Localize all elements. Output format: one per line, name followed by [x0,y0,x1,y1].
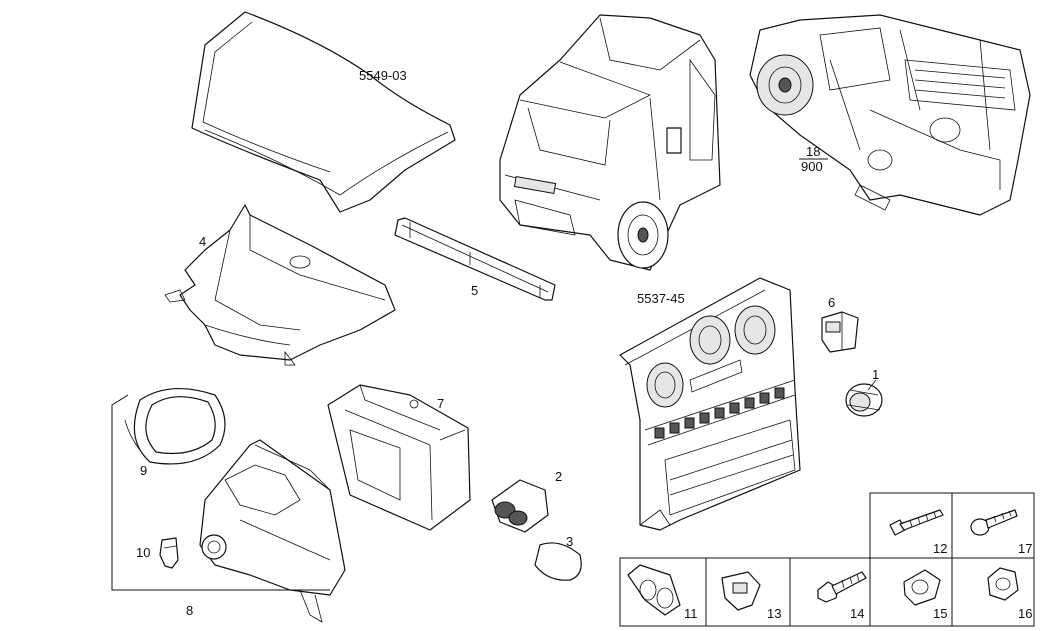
part-9-gasket [124,387,226,465]
part-16-nut [987,567,1019,601]
switch-row [654,387,785,439]
part-2-grommet [491,479,549,533]
part-17-screw [970,509,1018,536]
hood-label: 5549-03 [359,68,407,83]
van-illustration [499,14,721,271]
part-6-connector [821,311,859,353]
label-11: 11 [684,606,698,621]
label-4: 4 [199,234,206,249]
part-5-grille-strip [394,217,556,301]
label-15: 15 [933,606,947,621]
label-8: 8 [186,603,193,618]
hood-part [191,11,456,213]
part-7-air-box [327,384,471,531]
fastener-grid [619,492,1035,627]
part-13-clip [721,571,761,611]
panel-label: 5537-45 [637,291,685,306]
label-7: 7 [437,396,444,411]
heater-label-top: 18 [806,144,820,159]
part-1-bulb-holder [845,379,883,417]
label-9: 9 [140,463,147,478]
part-14-bolt [817,571,867,603]
label-12: 12 [933,541,947,556]
part-3-pad [534,542,582,581]
label-10: 10 [136,545,150,560]
label-16: 16 [1018,606,1032,621]
bracket-8 [111,394,330,591]
part-8-housing [199,439,346,623]
label-5: 5 [471,283,478,298]
label-3: 3 [566,534,573,549]
label-17: 17 [1018,541,1032,556]
label-1: 1 [872,367,879,382]
part-15-nut [903,569,941,606]
part-12-screw [889,509,944,536]
part-11-clamp [627,564,681,616]
label-13: 13 [767,606,781,621]
label-2: 2 [555,469,562,484]
heater-label-bottom: 900 [801,159,823,174]
part-10-clip [159,537,179,569]
heater-unit-part [749,14,1031,216]
label-14: 14 [850,606,864,621]
part-4-intake-cover [164,204,396,366]
dashboard-panel-part [619,277,801,531]
label-6: 6 [828,295,835,310]
